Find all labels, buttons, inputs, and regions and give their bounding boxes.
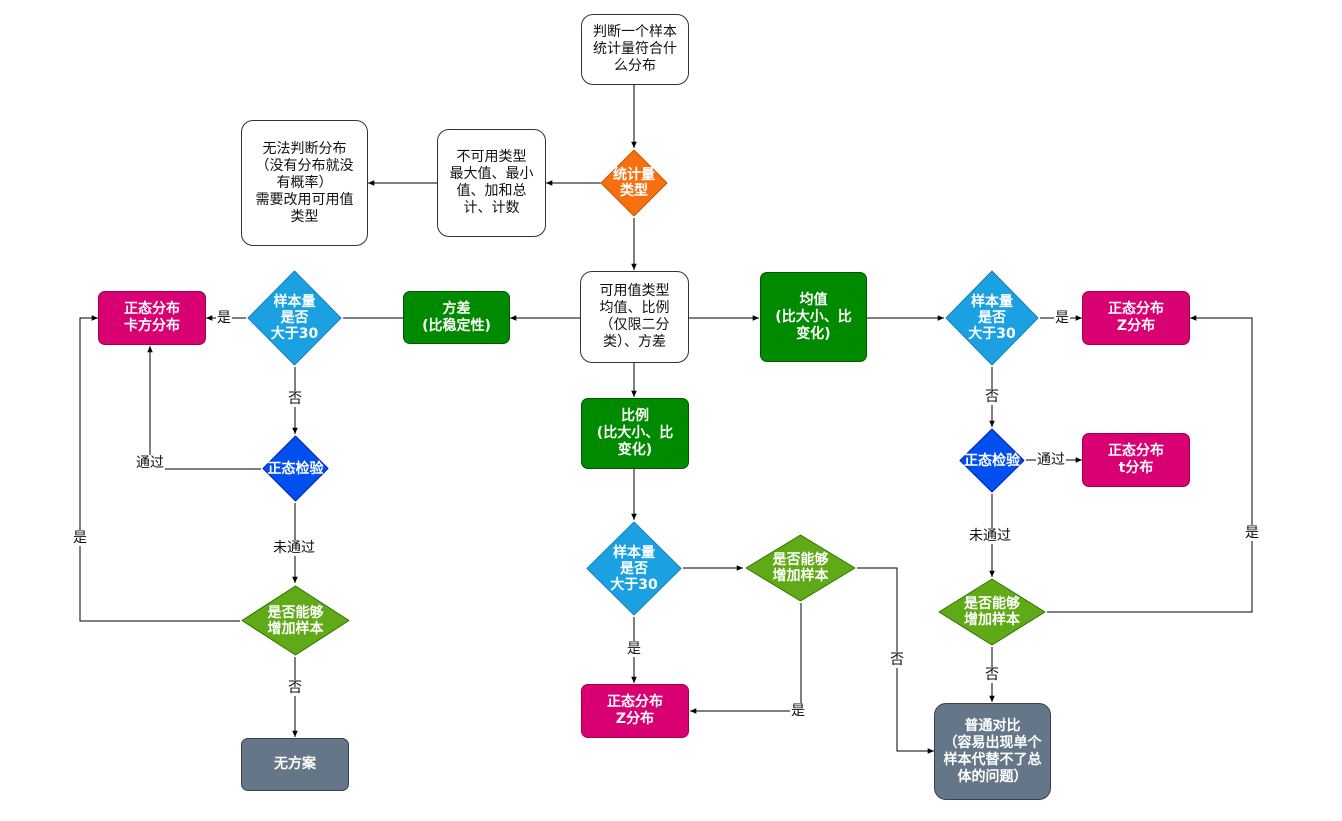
- right-sample-size-diamond: 样本量 是否 大于30: [944, 269, 1040, 367]
- left-normality-diamond: 正态检验: [261, 434, 330, 503]
- left-increase-diamond: 是否能够 增加样本: [240, 584, 351, 657]
- usable-type-node: 可用值类型 均值、比例 （仅限二分 类）、方差: [580, 271, 689, 363]
- label-fail-left: 未通过: [272, 540, 316, 556]
- mean-node: 均值 (比大小、比 变化): [760, 272, 867, 362]
- edge-leftincrease-yes: [79, 315, 240, 622]
- right-normality-label: 正态检验: [964, 452, 1020, 469]
- label-yes-right-loop: 是: [1244, 525, 1260, 541]
- edge-rightincrease-yes: [1047, 315, 1253, 613]
- cannot-judge-node: 无法判断分布 （没有分布就没 有概率） 需要改用可用值 类型: [241, 120, 368, 246]
- left-result-node: 正态分布 卡方分布: [98, 291, 206, 345]
- label-yes-mid-increase: 是: [790, 703, 806, 719]
- proportion-node: 比例 (比大小、比 变化): [581, 398, 689, 469]
- label-yes-right-z: 是: [1054, 310, 1070, 326]
- mid-z-node: 正态分布 Z分布: [581, 684, 689, 738]
- unusable-type-node: 不可用类型 最大值、最小 值、加和总 计、计数: [437, 129, 546, 237]
- label-fail-right: 未通过: [968, 528, 1012, 544]
- label-yes-left-loop: 是: [72, 530, 88, 546]
- right-z-node: 正态分布 Z分布: [1082, 291, 1190, 345]
- right-t-node: 正态分布 t分布: [1082, 433, 1190, 487]
- label-yes-mid-sample: 是: [626, 641, 642, 657]
- right-increase-label: 是否能够 增加样本: [964, 596, 1020, 628]
- common-compare-node: 普通对比 （容易出现单个 样本代替不了总 体的问题）: [934, 703, 1051, 800]
- stat-type-diamond: 统计量 类型: [599, 148, 669, 218]
- label-yes-left-result: 是: [216, 310, 232, 326]
- stat-type-label: 统计量 类型: [613, 167, 655, 199]
- label-no-right-sample: 否: [984, 389, 1000, 405]
- no-solution-node: 无方案: [241, 738, 349, 791]
- label-no-left-increase: 否: [287, 680, 303, 696]
- label-pass-right: 通过: [1036, 452, 1066, 468]
- variance-node: 方差 (比稳定性): [403, 291, 510, 344]
- left-normality-label: 正态检验: [267, 460, 324, 477]
- mid-sample-size-label: 样本量 是否 大于30: [610, 544, 658, 593]
- right-sample-size-label: 样本量 是否 大于30: [968, 294, 1016, 342]
- mid-sample-size-diamond: 样本量 是否 大于30: [585, 520, 683, 617]
- left-sample-size-label: 样本量 是否 大于30: [270, 294, 319, 342]
- label-pass-left: 通过: [135, 455, 165, 471]
- label-no-mid-increase: 否: [889, 652, 905, 668]
- label-no-left-sample: 否: [287, 391, 303, 407]
- label-no-right-increase: 否: [984, 667, 1000, 683]
- mid-increase-label: 是否能够 增加样本: [772, 552, 829, 584]
- left-increase-label: 是否能够 增加样本: [267, 604, 324, 637]
- edge-midincrease-yes: [690, 603, 802, 714]
- mid-increase-diamond: 是否能够 增加样本: [744, 533, 857, 603]
- right-normality-diamond: 正态检验: [958, 427, 1026, 494]
- start-node: 判断一个样本 统计量符合什 么分布: [581, 14, 689, 85]
- edge-normality-pass: [147, 346, 261, 470]
- right-increase-diamond: 是否能够 增加样本: [937, 577, 1047, 647]
- left-sample-size-diamond: 样本量 是否 大于30: [246, 269, 343, 367]
